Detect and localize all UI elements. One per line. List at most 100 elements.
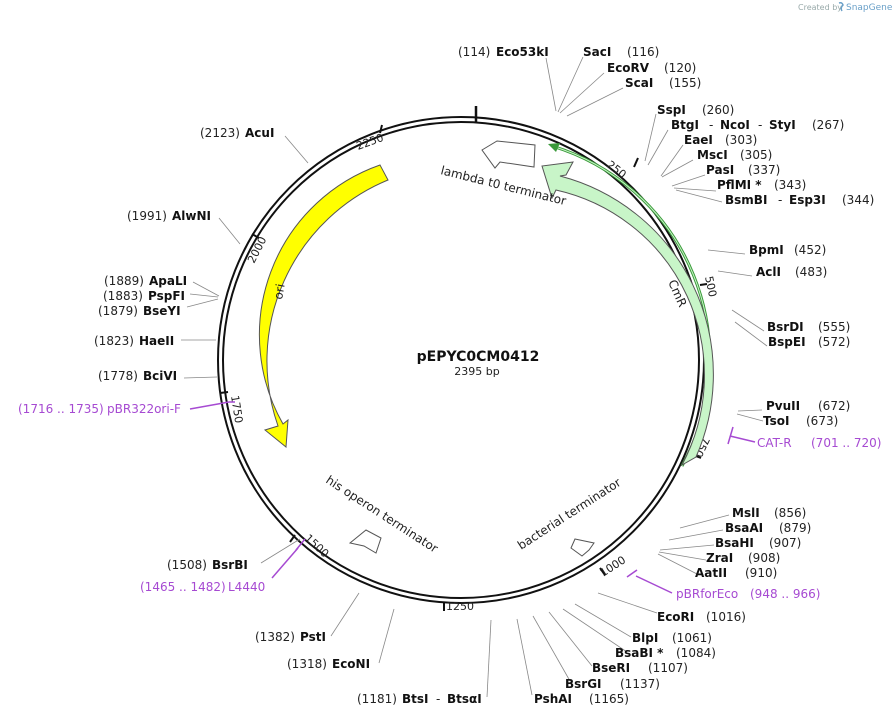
enzyme-name: ApaLI [149,274,187,288]
enzyme-name: BsaAI [725,521,763,535]
tick-label-2250: 2250 [355,131,386,153]
ori-label: ori [271,283,287,301]
enzyme-pos: (1016) [706,610,746,624]
snapgene-logo-icon [838,2,844,12]
enzyme-name: AlwNI [172,209,211,223]
enzyme-pos: (907) [769,536,801,550]
enzyme-name: Eco53kI [496,45,549,59]
tick-2250: 2250 [355,124,386,153]
enzyme-pos: (673) [806,414,838,428]
enzyme-name: BsaBI * [615,646,664,660]
enzyme-name: BseRI [592,661,630,675]
enzyme-pos: (1889) [104,274,144,288]
enzyme-pos: (343) [774,178,806,192]
enzyme-name: StyI [769,118,796,132]
primer-labels: CAT-R (701 .. 720) pBRforEco (948 .. 966… [18,402,881,601]
enzyme-pos: (1318) [287,657,327,671]
cmr-outline-arrowhead [548,143,560,152]
enzyme-name: ScaI [625,76,653,90]
enzyme-name: BspEI [768,335,806,349]
enzyme-pos: (337) [748,163,780,177]
enzyme-pos: (483) [795,265,827,279]
svg-text:-: - [778,193,782,207]
enzyme-name: BsaHI [715,536,754,550]
enzyme-pos: (305) [740,148,772,162]
enzyme-name: AclI [756,265,781,279]
enzyme-pos: (1084) [676,646,716,660]
enzyme-pos: (1181) [357,692,397,706]
enzyme-name: PspFI [148,289,185,303]
enzyme-name: SspI [657,103,686,117]
primer-name: pBRforEco [676,587,738,601]
primer-range: (948 .. 966) [750,587,820,601]
primer-name: L4440 [228,580,265,594]
enzyme-name: ZraI [706,551,733,565]
enzyme-pos: (1382) [255,630,295,644]
enzyme-pos: (267) [812,118,844,132]
enzyme-pos: (2123) [200,126,240,140]
lambda-t0-terminator-arrow [481,140,536,169]
enzyme-pos: (260) [702,103,734,117]
primer-range: (701 .. 720) [811,436,881,450]
enzyme-name: MslI [732,506,760,520]
svg-text:-: - [436,692,440,706]
enzyme-pos: (114) [458,45,490,59]
his-operon-terminator-arrow [348,529,382,554]
enzyme-name: BciVI [143,369,177,383]
primer-name: CAT-R [757,436,792,450]
enzyme-name: BsrBI [212,558,248,572]
enzyme-pos: (1883) [103,289,143,303]
enzyme-name: AatII [695,566,727,580]
enzyme-name: BtsαI [447,692,482,706]
svg-text:-: - [758,118,762,132]
enzyme-name: PstI [300,630,326,644]
his-operon-terminator-label: his operon terminator [323,473,440,556]
enzyme-pos: (452) [794,243,826,257]
enzyme-pos: (116) [627,45,659,59]
tick-250: 250 [604,157,639,181]
enzyme-pos: (1991) [127,209,167,223]
primer-pbrforeco-marker [626,569,638,578]
enzyme-name: BtsI [402,692,429,706]
tick-label-2000: 2000 [245,235,269,266]
primer-range: (1465 .. 1482) [140,580,226,594]
tick-500: 500 [699,275,719,298]
enzyme-name: BsmBI [725,193,767,207]
enzyme-name: BseYI [143,304,181,318]
plasmid-length: 2395 bp [454,365,499,378]
enzyme-pos: (908) [748,551,780,565]
enzyme-pos: (672) [818,399,850,413]
enzyme-name: BsrGI [565,677,602,691]
primer-range: (1716 .. 1735) [18,402,104,416]
enzyme-name: BtgI [671,118,699,132]
enzyme-name: PasI [706,163,734,177]
enzyme-name: HaeII [139,334,174,348]
enzyme-pos: (155) [669,76,701,90]
enzyme-name: EcoNI [332,657,370,671]
bacterial-terminator-label: bacterial terminator [515,475,623,552]
enzyme-pos: (1879) [98,304,138,318]
enzyme-pos: (120) [664,61,696,75]
enzyme-pos: (1778) [98,369,138,383]
enzyme-pos: (1508) [167,558,207,572]
enzyme-pos: (1061) [672,631,712,645]
tick-2000: 2000 [245,233,269,266]
enzyme-name: PshAI [534,692,572,706]
credit-brand: SnapGene [846,3,893,13]
enzyme-name: NcoI [720,118,750,132]
enzyme-labels: (114) Eco53kI SacI (116) EcoRV (120) Sca… [94,45,874,706]
tick-label-500: 500 [702,275,719,298]
enzyme-pos: (572) [818,335,850,349]
enzyme-pos: (1137) [620,677,660,691]
tick-label-1250: 1250 [446,600,474,613]
plasmid-name: pEPYC0CM0412 [417,349,540,365]
enzyme-name: EcoRI [657,610,694,624]
primer-name: pBR322ori-F [107,402,181,416]
enzyme-pos: (344) [842,193,874,207]
enzyme-name: MscI [697,148,728,162]
enzyme-pos: (555) [818,320,850,334]
enzyme-pos: (303) [725,133,757,147]
enzyme-name: BsrDI [767,320,804,334]
enzyme-name: PvuII [766,399,800,413]
